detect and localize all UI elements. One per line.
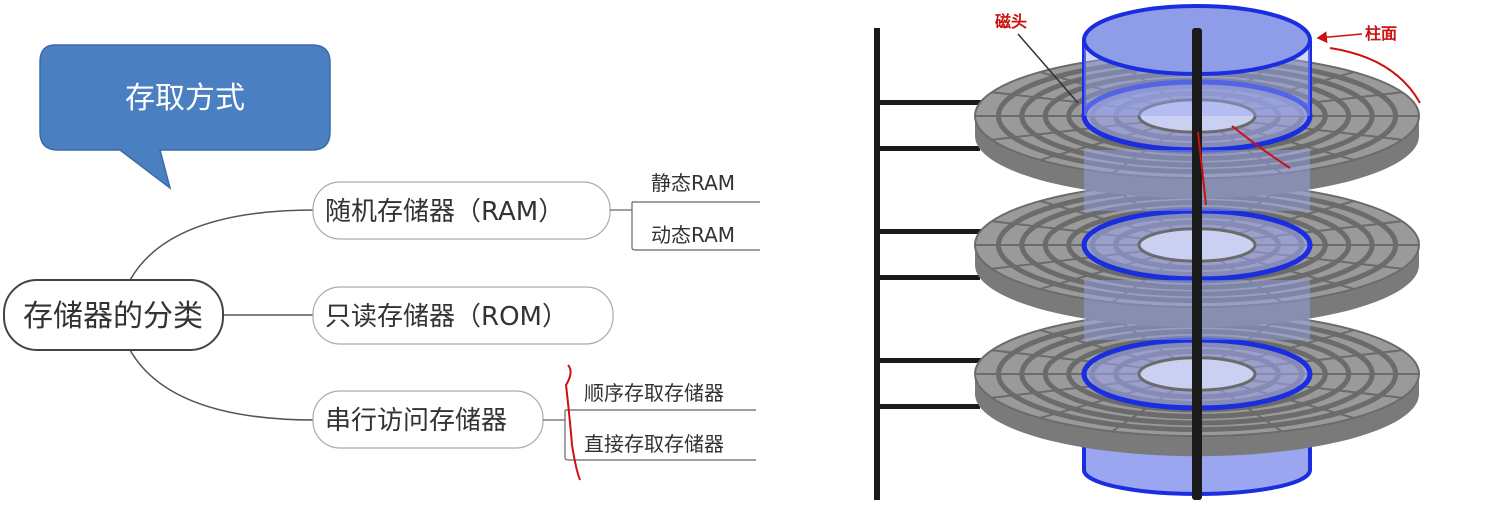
disk-diagram: 磁头 柱面 — [874, 4, 1421, 500]
red-handwritten-arc — [1329, 47, 1421, 104]
head-arm-bottom — [880, 275, 980, 280]
red-handwritten-stroke-1 — [1197, 131, 1207, 206]
actuator-post — [874, 28, 880, 500]
child-sequential-access: 顺序存取存储器 — [584, 381, 724, 405]
branch-serial: 串行访问存储器 顺序存取存储器 直接存取存储器 — [312, 364, 756, 481]
red-handwritten-bracket — [564, 364, 581, 481]
branch-serial-label: 串行访问存储器 — [325, 406, 507, 436]
spindle — [1192, 28, 1202, 500]
branch-rom-label: 只读存储器（ROM） — [325, 302, 568, 332]
callout-bubble: 存取方式 — [39, 44, 331, 190]
cylinder-pointer-arrow — [1316, 31, 1363, 44]
root-node: 存储器的分类 — [3, 279, 224, 351]
connector-ram — [129, 209, 316, 281]
callout-label: 存取方式 — [125, 81, 245, 116]
root-label: 存储器的分类 — [23, 299, 203, 334]
branch-rom: 只读存储器（ROM） — [312, 286, 614, 345]
annotation-head: 磁头 — [995, 12, 1027, 31]
head-pointer-line — [1017, 33, 1079, 104]
mind-map: 存取方式 存储器的分类 随机存储器（RAM） 静态RAM 动态RAM 只读存储器… — [3, 44, 760, 481]
branch-ram: 随机存储器（RAM） 静态RAM 动态RAM — [312, 171, 760, 251]
child-dynamic-ram: 动态RAM — [651, 223, 735, 247]
child-direct-access: 直接存取存储器 — [584, 432, 724, 456]
red-handwritten-stroke-2 — [1231, 125, 1291, 169]
connector-serial — [129, 349, 316, 421]
branch-ram-label: 随机存储器（RAM） — [325, 197, 564, 227]
head-arm-bottom — [880, 404, 980, 409]
cylinder-wall-top — [1082, 40, 1312, 116]
head-arm-bottom — [880, 146, 980, 151]
child-static-ram: 静态RAM — [651, 171, 735, 195]
annotation-cylinder: 柱面 — [1365, 24, 1397, 43]
